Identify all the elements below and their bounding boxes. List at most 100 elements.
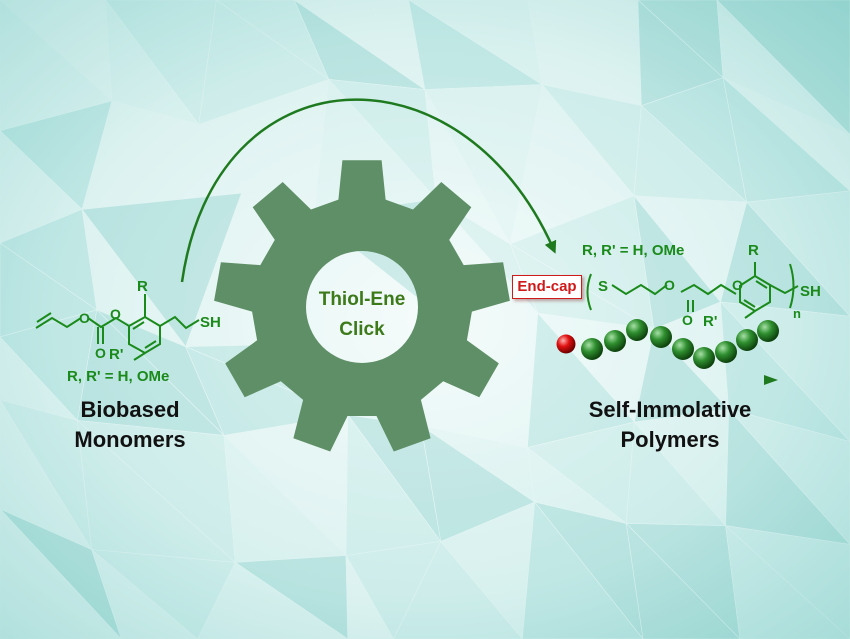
polymer-sulfur-label: S xyxy=(598,278,609,295)
background-facet xyxy=(0,399,93,551)
background-facet xyxy=(215,0,330,81)
monomer-bead xyxy=(736,329,758,351)
background-facet xyxy=(634,328,730,423)
monomer-bead xyxy=(672,338,694,360)
monomer-title-line1: Biobased xyxy=(80,397,180,422)
background-facet xyxy=(0,309,98,422)
background-facet xyxy=(625,523,741,639)
polymer-title-line2: Polymers xyxy=(620,427,720,452)
background-facet xyxy=(345,413,442,556)
background-facet xyxy=(633,408,730,527)
monomer-bead xyxy=(604,330,626,352)
background-facet xyxy=(527,0,642,107)
monomer-bead xyxy=(757,320,779,342)
background-facet xyxy=(440,501,536,639)
background-facet xyxy=(509,83,635,245)
polymer-subscript-n: n xyxy=(793,306,801,321)
polymer-r-prime-label: R' xyxy=(703,313,718,330)
background-facet xyxy=(633,195,748,303)
gear-icon xyxy=(214,160,510,452)
svg-text:O: O xyxy=(732,277,743,293)
background-facet xyxy=(420,425,536,503)
polymer-r-label: R xyxy=(748,242,759,259)
background-facet xyxy=(722,76,850,203)
polymer-title-line1: Self-Immolative xyxy=(588,397,752,422)
background-facet xyxy=(345,555,394,639)
monomer-atoms: O O O xyxy=(79,306,121,361)
background-facet xyxy=(0,242,98,338)
background-facet xyxy=(0,130,83,244)
background-facet xyxy=(393,540,523,639)
background-facet xyxy=(527,446,627,524)
polymer-substituents: R, R' = H, OMe xyxy=(582,242,685,259)
end-cap-label: End-cap xyxy=(512,275,582,299)
polymer-title: Self-Immolative Polymers xyxy=(575,395,765,455)
background-facet xyxy=(0,508,122,639)
background-facet xyxy=(0,0,113,102)
background-facet xyxy=(640,77,748,204)
background-facet xyxy=(293,0,426,90)
monomer-r-prime-label: R' xyxy=(109,346,124,363)
background-facet xyxy=(197,561,349,639)
background-facet xyxy=(408,0,544,90)
svg-text:O: O xyxy=(79,310,90,326)
background-facet xyxy=(90,549,236,639)
gear-label: Thiol-Ene Click xyxy=(307,285,417,345)
monomer-thiol-label: SH xyxy=(200,314,221,331)
background-facet xyxy=(198,78,330,217)
svg-text:O: O xyxy=(682,312,693,328)
background-facet xyxy=(105,0,200,126)
curved-arrow-icon xyxy=(180,98,557,283)
background-facet xyxy=(724,525,850,639)
monomer-bead xyxy=(650,326,672,348)
background-facet xyxy=(625,421,727,527)
background-facet xyxy=(77,309,225,436)
background-facet xyxy=(633,194,721,330)
monomer-substituents: R, R' = H, OMe xyxy=(67,368,170,385)
background-facet xyxy=(408,0,543,86)
monomer-structure xyxy=(35,294,200,361)
background-facet xyxy=(625,522,741,639)
background-facet xyxy=(637,0,724,79)
background-facet xyxy=(527,0,643,107)
background-facet xyxy=(725,524,850,639)
background-facet xyxy=(198,0,330,125)
svg-text:O: O xyxy=(95,345,106,361)
polymer-structure xyxy=(586,262,799,319)
background-facet xyxy=(722,77,850,192)
bead-chain-icon xyxy=(556,319,779,369)
background-facet xyxy=(0,0,113,132)
background-facet xyxy=(716,0,850,136)
background-facet xyxy=(746,190,850,317)
background-facet xyxy=(720,201,850,317)
background-facet xyxy=(81,100,243,210)
background-facet xyxy=(533,501,644,639)
monomer-title: Biobased Monomers xyxy=(50,395,210,455)
polymer-thiol-label: SH xyxy=(800,283,821,300)
background-facet xyxy=(424,89,512,245)
monomer-bead xyxy=(693,347,715,369)
background-facet xyxy=(727,408,850,545)
background-facet xyxy=(81,192,243,348)
background-facet xyxy=(105,0,217,126)
gear-label-line2: Click xyxy=(339,319,385,340)
background-facet xyxy=(526,421,635,524)
background-facet xyxy=(420,425,536,542)
background-facet xyxy=(77,419,237,563)
gear-label-line1: Thiol-Ene xyxy=(318,289,406,310)
end-cap-bead xyxy=(556,334,576,354)
background-facet xyxy=(111,100,242,194)
background-facet xyxy=(223,414,349,557)
background-facet xyxy=(541,84,642,197)
background-facet xyxy=(0,508,122,639)
background-facet xyxy=(90,548,199,639)
background-facet xyxy=(76,420,236,564)
background-facet xyxy=(716,0,850,135)
background-facet xyxy=(633,105,748,203)
background-facet xyxy=(0,100,113,210)
background-facet xyxy=(293,0,426,91)
background-facet xyxy=(81,209,187,348)
monomer-r-label: R xyxy=(137,278,148,295)
